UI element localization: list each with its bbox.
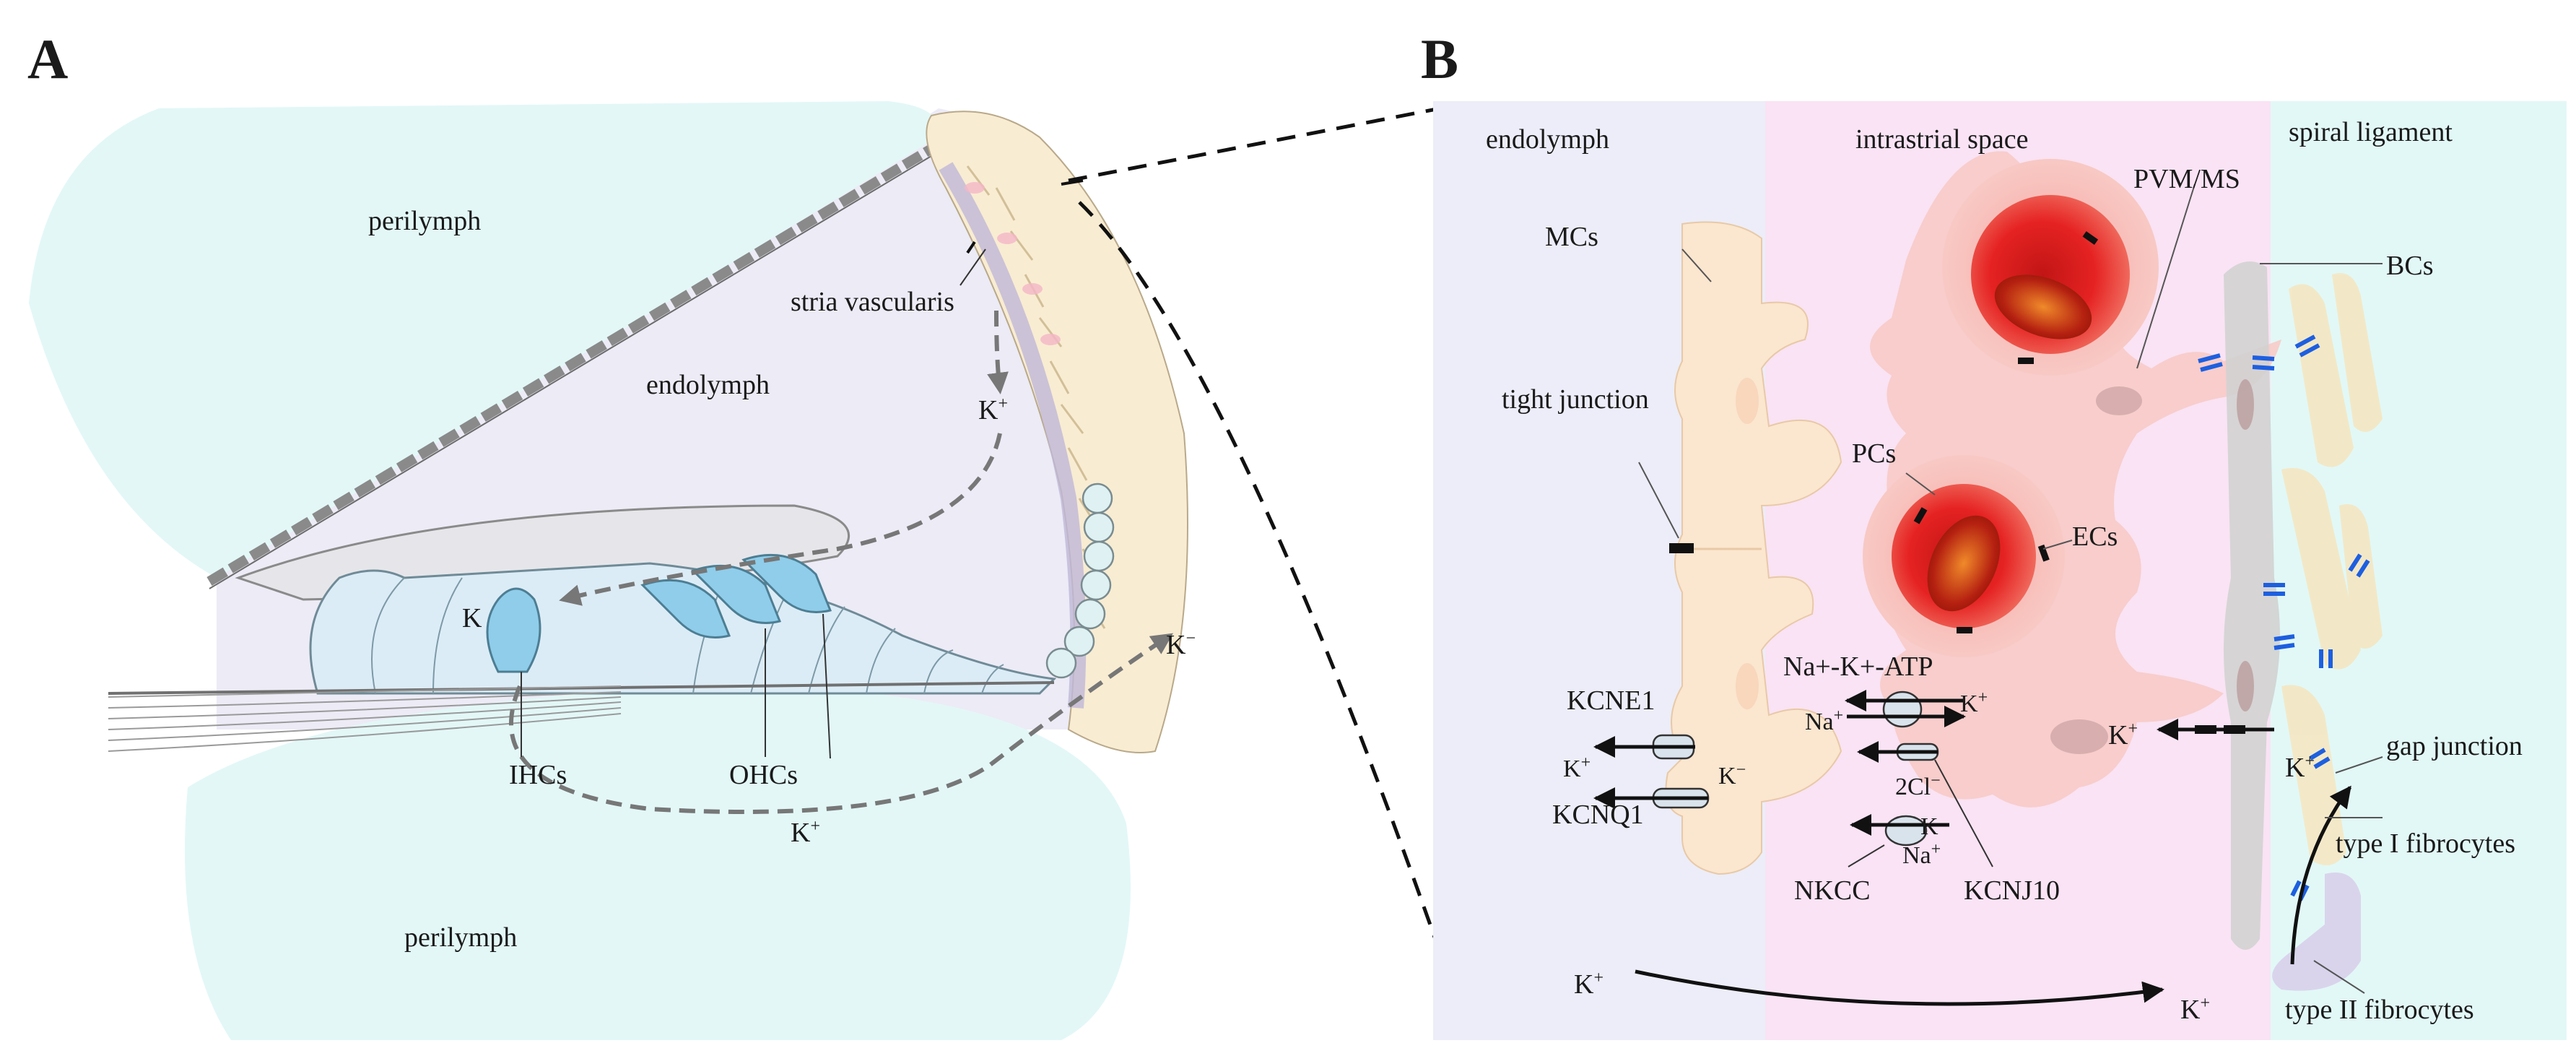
- panel-b-letter: B: [1421, 27, 1458, 90]
- scala-vestibuli: [29, 101, 937, 578]
- ion-k-fibrocyte: K+: [2285, 752, 2315, 783]
- k-uptake-arrow: [2290, 785, 2352, 965]
- transporter-kcnq1: [1593, 787, 1710, 809]
- scala-tympani: [185, 686, 1131, 1040]
- label-pvm: PVM/MS: [2133, 164, 2240, 194]
- ion-2cl: 2Cl−: [1895, 771, 1941, 800]
- label-k-right: K−: [1166, 629, 1196, 660]
- label-type2: type II fibrocytes: [2285, 995, 2474, 1025]
- k-perilymph-arrow: [1635, 969, 2164, 1006]
- label-ihcs: IHCs: [509, 760, 567, 790]
- ion-k-perilymph: K+: [1574, 969, 1604, 1000]
- ion-k-kcne1: K+: [1563, 753, 1591, 782]
- label-ecs: ECs: [2072, 521, 2118, 552]
- label-pcs: PCs: [1852, 438, 1896, 469]
- tight-junction-mark: [1669, 543, 1694, 553]
- label-endolymph-b: endolymph: [1486, 124, 1609, 155]
- capillary-upper: [1942, 159, 2159, 376]
- panel-a: A: [27, 27, 1196, 1040]
- transporter-basal: [2157, 719, 2274, 740]
- label-perilymph-bottom: perilymph: [404, 922, 517, 953]
- ion-k-atpase: K+: [1960, 688, 1988, 717]
- nerve-fibers: [108, 685, 622, 752]
- outer-hair-cells: [640, 553, 832, 639]
- ion-k-minus: K−: [1718, 761, 1746, 789]
- label-k-hair: K: [462, 603, 482, 633]
- transporter-atpase: [1845, 690, 1966, 728]
- label-bcs: BCs: [2386, 251, 2433, 281]
- k-recycling-paths: [509, 310, 1173, 814]
- label-kcnj10: KCNJ10: [1964, 875, 2060, 906]
- label-gap-junction: gap junction: [2386, 731, 2523, 761]
- label-perilymph-top: perilymph: [368, 206, 481, 236]
- label-intrastrial: intrastrial space: [1855, 124, 2029, 155]
- label-spiral-ligament: spiral ligament: [2289, 117, 2453, 147]
- label-k-bottom: K+: [791, 817, 820, 848]
- label-nkcc: NKCC: [1794, 875, 1871, 906]
- label-kcnq1: KCNQ1: [1552, 800, 1644, 830]
- basal-cells: [2224, 261, 2280, 950]
- inner-hair-cell: [486, 587, 541, 673]
- transporter-kcnj10: [1857, 741, 1993, 867]
- leader-lines: [1638, 183, 2383, 994]
- panel-b: B: [1421, 27, 2567, 1040]
- label-kcne1: KCNE1: [1567, 685, 1655, 716]
- gap-junctions: [2198, 334, 2370, 901]
- panel-a-letter: A: [27, 27, 68, 90]
- label-k-upper: K+: [978, 394, 1008, 425]
- transporter-nkcc: [1848, 814, 1949, 867]
- label-tight-junction: tight junction: [1502, 384, 1649, 415]
- ion-na-nkcc: Na+: [1902, 840, 1941, 869]
- ion-k-nkcc: K: [1920, 813, 1938, 840]
- ion-k-basal: K+: [2108, 719, 2138, 750]
- label-endolymph-a: endolymph: [646, 370, 770, 400]
- zoom-bracket: [966, 179, 1084, 254]
- ion-na-atpase: Na+: [1805, 706, 1843, 735]
- label-type1: type I fibrocytes: [2336, 828, 2515, 859]
- type-ii-fibrocyte: [2272, 873, 2361, 991]
- reissner-membrane: [206, 139, 941, 587]
- label-ohcs: OHCs: [729, 760, 798, 790]
- ion-k-type2: K+: [2180, 994, 2210, 1025]
- label-atpase: Na+-K+-ATP: [1783, 652, 1933, 682]
- capillary-lower: [1863, 455, 2065, 657]
- stria-vessels: [965, 182, 1061, 345]
- transporter-kcne1: [1593, 734, 1695, 760]
- label-mcs: MCs: [1545, 222, 1598, 252]
- label-stria-vascularis: stria vascularis: [791, 287, 954, 317]
- outer-sulcus-cells: [1045, 482, 1115, 679]
- zoom-lines: [1068, 106, 1443, 954]
